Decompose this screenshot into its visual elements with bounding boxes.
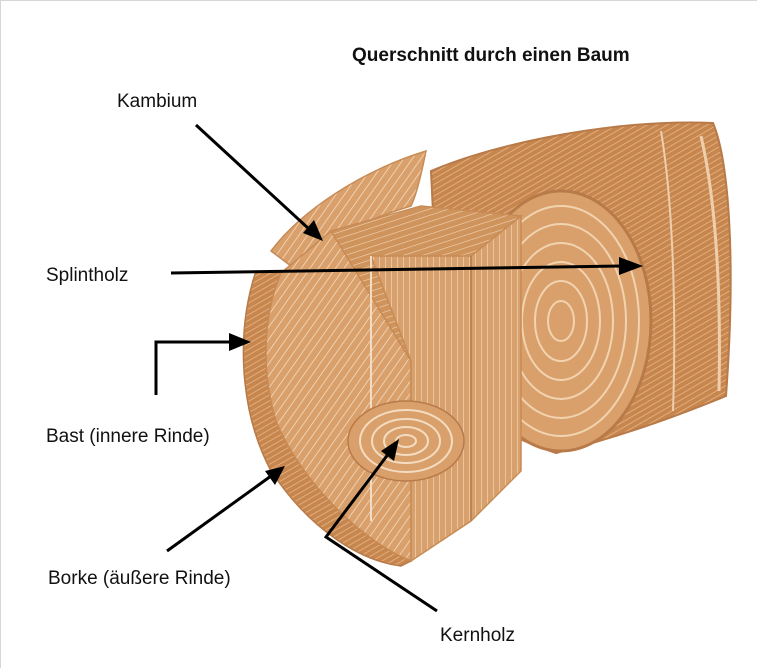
borke-arrow [167, 476, 271, 551]
label-borke: Borke (äußere Rinde) [48, 568, 231, 590]
heartwood-rings [348, 401, 464, 481]
kambium-arrow [196, 125, 309, 229]
bast-arrow [156, 342, 233, 395]
label-bast: Bast (innere Rinde) [46, 426, 210, 448]
diagram-title: Querschnitt durch einen Baum [352, 45, 630, 67]
label-kernholz: Kernholz [440, 625, 515, 647]
label-kambium: Kambium [117, 91, 197, 113]
label-splintholz: Splintholz [46, 265, 128, 287]
